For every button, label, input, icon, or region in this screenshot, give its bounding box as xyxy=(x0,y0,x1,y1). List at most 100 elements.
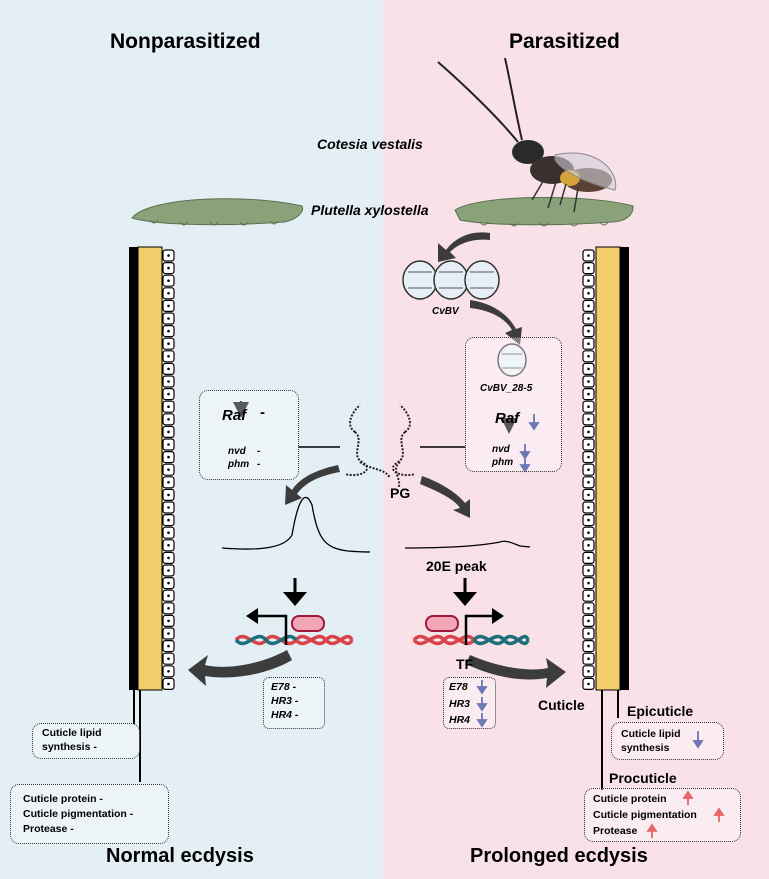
cuticle-label: Cuticle xyxy=(538,697,585,713)
cell-nucleus xyxy=(167,594,170,597)
right-lipid-box xyxy=(611,722,724,760)
procuticle-label: Procuticle xyxy=(609,770,677,786)
nonparasitized-title: Nonparasitized xyxy=(110,30,261,53)
cell-nucleus xyxy=(167,531,170,534)
cell-nucleus xyxy=(587,279,590,283)
left-lipid-line1: Cuticle lipid xyxy=(42,727,102,739)
cell-nucleus xyxy=(167,670,170,673)
cell-nucleus xyxy=(167,481,170,484)
cell-nucleus xyxy=(587,518,590,522)
cell-nucleus xyxy=(587,556,590,560)
right-outputs-box xyxy=(584,788,741,842)
cell-nucleus xyxy=(167,569,170,572)
left-gene-hr3: HR3 - xyxy=(271,695,299,707)
cell-nucleus xyxy=(587,405,590,409)
decrease-arrows xyxy=(476,414,704,749)
cell-nucleus xyxy=(167,506,170,509)
cell-nucleus xyxy=(587,682,590,686)
cell-nucleus xyxy=(587,317,590,320)
larva-right-illustration xyxy=(454,196,634,227)
left-gene-box xyxy=(199,390,299,480)
cell-nucleus xyxy=(587,430,590,434)
right-output-protease: Protease xyxy=(593,825,638,837)
larva-left-illustration xyxy=(131,198,304,226)
virus-label: CvBV xyxy=(432,306,459,317)
20e-peak-label: 20E peak xyxy=(426,558,487,574)
left-outputs-box xyxy=(10,784,169,844)
cell-nucleus xyxy=(167,292,170,295)
right-gene-box xyxy=(465,337,562,472)
cell-nucleus xyxy=(587,392,590,396)
cell-nucleus xyxy=(167,443,170,446)
cell-nucleus xyxy=(167,468,170,472)
left-phm-mark: - xyxy=(257,459,261,470)
right-lipid-line2: synthesis xyxy=(621,742,670,754)
right-cuticle-strip xyxy=(582,246,629,790)
right-phm-label: phm xyxy=(492,457,514,468)
right-gene-e78: E78 xyxy=(449,681,468,693)
cell-nucleus xyxy=(587,292,590,295)
virus-particles xyxy=(402,260,527,377)
cell-nucleus xyxy=(587,266,590,270)
cell-nucleus xyxy=(167,254,170,257)
cell-nucleus xyxy=(167,304,170,308)
dna-right xyxy=(412,608,530,646)
parasitized-title: Parasitized xyxy=(509,30,620,53)
left-output-protein: Cuticle protein - xyxy=(23,793,103,805)
epicuticle-label: Epicuticle xyxy=(627,703,694,719)
cell-nucleus xyxy=(167,619,170,623)
left-raf-label: Raf xyxy=(222,407,247,424)
cell-nucleus xyxy=(587,493,590,497)
cell-nucleus xyxy=(587,670,590,673)
cell-nucleus xyxy=(587,619,590,623)
cell-nucleus xyxy=(167,418,170,421)
cell-nucleus xyxy=(587,644,590,648)
cell-nucleus xyxy=(587,329,590,333)
pg-label: PG xyxy=(390,485,411,501)
right-gene-hr3: HR3 xyxy=(449,698,471,710)
dna-left xyxy=(234,608,354,646)
left-output-pigmentation: Cuticle pigmentation - xyxy=(23,808,134,820)
right-output-pigmentation: Cuticle pigmentation xyxy=(593,809,697,821)
wasp-illustration xyxy=(437,57,617,213)
prothoracic-gland-left xyxy=(344,404,391,479)
virus-gene-label: CvBV_28-5 xyxy=(480,383,533,394)
increase-arrows xyxy=(646,790,725,838)
20e-curve-normal xyxy=(221,496,371,553)
left-gene-e78: E78 - xyxy=(271,681,297,693)
cell-nucleus xyxy=(587,594,590,597)
right-gene-hr4: HR4 xyxy=(449,714,471,726)
cell-nucleus xyxy=(587,342,590,346)
cell-nucleus xyxy=(167,279,170,283)
left-lipid-line2: synthesis - xyxy=(42,741,97,753)
cell-nucleus xyxy=(587,455,590,459)
cell-nucleus xyxy=(167,392,170,396)
left-cuticle-strip xyxy=(129,246,175,782)
left-nvd-mark: - xyxy=(257,446,261,457)
process-arrows xyxy=(188,232,566,688)
cell-nucleus xyxy=(587,355,590,358)
left-phm-label: phm xyxy=(228,459,250,470)
cell-nucleus xyxy=(167,342,170,346)
normal-ecdysis-label: Normal ecdysis xyxy=(106,845,254,867)
cell-nucleus xyxy=(167,355,170,358)
cell-nucleus xyxy=(167,518,170,522)
left-gene-hr4: HR4 - xyxy=(271,709,299,721)
prothoracic-gland-right xyxy=(392,404,416,489)
right-output-protein: Cuticle protein xyxy=(593,793,667,805)
cell-nucleus xyxy=(587,468,590,472)
left-output-protease: Protease - xyxy=(23,823,74,835)
cell-nucleus xyxy=(587,254,590,257)
cell-nucleus xyxy=(167,367,170,371)
cell-nucleus xyxy=(587,657,590,660)
cell-nucleus xyxy=(167,682,170,686)
prolonged-ecdysis-label: Prolonged ecdysis xyxy=(470,845,648,867)
parasitized-panel xyxy=(383,0,769,879)
left-nvd-label: nvd xyxy=(228,446,246,457)
left-raf-mark: - xyxy=(260,404,265,421)
cell-nucleus xyxy=(167,544,170,547)
cell-nucleus xyxy=(587,544,590,547)
cell-nucleus xyxy=(167,329,170,333)
